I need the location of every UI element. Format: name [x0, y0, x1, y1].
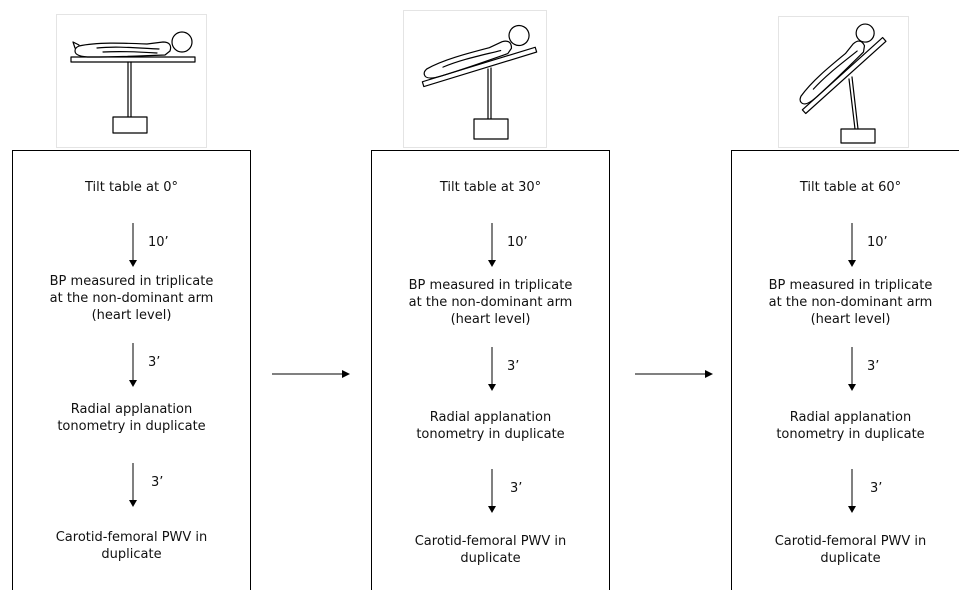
step-carotid-femoral-pwv: Carotid-femoral PWV in duplicate	[55, 530, 208, 562]
tilt-table-flat-illustration	[56, 14, 207, 148]
step-bp-measurement: BP measured in triplicate at the non-dom…	[768, 278, 933, 327]
tilt-table-30-icon	[421, 24, 538, 140]
tilt-table-flat-icon	[70, 31, 196, 134]
wait-duration: 3’	[510, 481, 523, 496]
panel-title: Tilt table at 30°	[439, 180, 542, 195]
down-arrow-icon	[485, 469, 499, 513]
down-arrow-icon	[485, 347, 499, 391]
tilt-table-60-icon	[799, 23, 887, 144]
protocol-panel-60deg: Tilt table at 60° 10’ BP measured in tri…	[731, 150, 959, 590]
down-arrow-icon	[126, 463, 140, 507]
tilt-table-30-illustration	[403, 10, 547, 148]
wait-duration: 10’	[867, 235, 888, 250]
wait-duration: 3’	[870, 481, 883, 496]
down-arrow-icon	[126, 223, 140, 267]
right-arrow-icon	[635, 369, 713, 379]
step-applanation-tonometry: Radial applanation tonometry in duplicat…	[776, 410, 925, 442]
step-carotid-femoral-pwv: Carotid-femoral PWV in duplicate	[774, 534, 927, 566]
wait-duration: 3’	[507, 359, 520, 374]
wait-duration: 3’	[867, 359, 880, 374]
step-bp-measurement: BP measured in triplicate at the non-dom…	[49, 274, 214, 323]
panel-title: Tilt table at 0°	[84, 180, 179, 195]
wait-duration: 3’	[148, 355, 161, 370]
step-carotid-femoral-pwv: Carotid-femoral PWV in duplicate	[414, 534, 567, 566]
protocol-panel-30deg: Tilt table at 30° 10’ BP measured in tri…	[371, 150, 610, 590]
step-bp-measurement: BP measured in triplicate at the non-dom…	[408, 278, 573, 327]
down-arrow-icon	[126, 343, 140, 387]
step-applanation-tonometry: Radial applanation tonometry in duplicat…	[57, 402, 206, 434]
panel-title: Tilt table at 60°	[799, 180, 902, 195]
down-arrow-icon	[845, 469, 859, 513]
down-arrow-icon	[485, 223, 499, 267]
wait-duration: 10’	[148, 235, 169, 250]
tilt-table-60-illustration	[778, 16, 909, 148]
step-applanation-tonometry: Radial applanation tonometry in duplicat…	[416, 410, 565, 442]
right-arrow-icon	[272, 369, 350, 379]
down-arrow-icon	[845, 347, 859, 391]
down-arrow-icon	[845, 223, 859, 267]
wait-duration: 10’	[507, 235, 528, 250]
protocol-panel-0deg: Tilt table at 0° 10’ BP measured in trip…	[12, 150, 251, 590]
wait-duration: 3’	[151, 475, 164, 490]
